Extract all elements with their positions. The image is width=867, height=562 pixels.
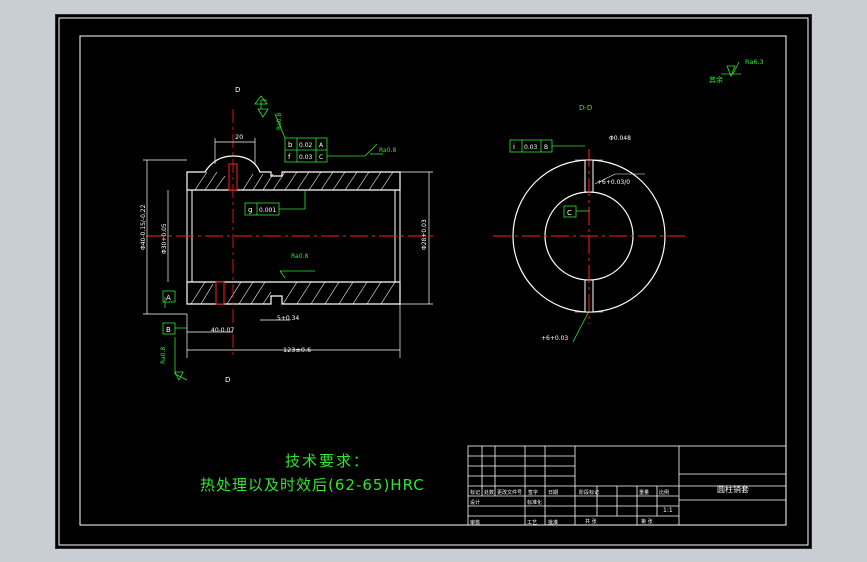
ra-mid: Ra0.8 — [379, 147, 396, 154]
tb-cell: 重量 — [639, 489, 649, 496]
tb-cell: 共 张 — [585, 518, 597, 525]
ra-left: Ra0.8 — [160, 347, 167, 364]
bottom-wall-outline — [186, 281, 401, 305]
annotations: D D D-D Ra6.3 其余 A B C 20 Φ40-0.15/-0.22… — [140, 58, 764, 514]
tb-cell: 标准化 — [527, 499, 542, 506]
fcf1-ref: A — [319, 142, 324, 149]
tb-cell: 更改文件号 — [497, 489, 522, 496]
tb-cell: 日期 — [548, 490, 558, 496]
dim-123: 123±0.6 — [283, 346, 311, 354]
dim-20: 20 — [235, 133, 243, 141]
dim-40: 40-0.07 — [211, 327, 234, 334]
hatching — [190, 171, 396, 305]
fcf4-sym: i — [513, 143, 515, 151]
tech-requirements-title: 技术要求： — [285, 452, 371, 470]
fcf2-sym: f — [288, 153, 291, 161]
fcf4-val: 0.03 — [524, 144, 538, 151]
side-section-view — [493, 149, 687, 324]
fcf2-ref: C — [319, 154, 323, 161]
top-wall-outline — [186, 155, 401, 191]
drawing-canvas[interactable]: D D D-D Ra6.3 其余 A B C 20 Φ40-0.15/-0.22… — [55, 14, 812, 549]
fcf3-sym: g — [248, 206, 252, 214]
front-section-view — [147, 109, 433, 359]
fcf3-val: 0.001 — [259, 207, 276, 214]
ra-top: Ra0.8 — [276, 113, 283, 130]
drawing-sheet: D D D-D Ra6.3 其余 A B C 20 Φ40-0.15/-0.22… — [58, 17, 809, 546]
tb-cell: 第 张 — [641, 518, 653, 525]
tb-cell: 设计 — [470, 499, 480, 506]
fcf2-val: 0.03 — [299, 154, 313, 161]
fcf-group — [162, 61, 741, 381]
title-block-cells: 标记 处数 更改文件号 签字 日期 设计 标准化 审核 工艺 批准 阶段标记 重… — [470, 489, 669, 526]
section-title: D-D — [579, 104, 592, 112]
tb-cell: 比例 — [659, 489, 669, 496]
dim-outer: Φ40-0.15/-0.22 — [140, 204, 147, 250]
fcf1-val: 0.02 — [299, 142, 313, 149]
part-name: 圆柱销套 — [717, 484, 749, 494]
inner-border — [79, 35, 787, 526]
dim-slot-bottom: +6+0.03 — [541, 335, 568, 342]
tb-cell: 处数 — [484, 489, 494, 496]
view-label-top: D — [235, 86, 240, 94]
dim-slot-ref: Φ0.048 — [609, 135, 631, 142]
tb-cell: 标记 — [470, 489, 480, 496]
view-label-bottom: D — [225, 376, 230, 384]
dim-right: Φ28+0.03 — [421, 219, 428, 250]
dim-inner: Φ30+0.05 — [161, 223, 168, 254]
dim-slot-top: +6+0.03/0 — [597, 179, 630, 186]
ra-low: Ra0.8 — [291, 253, 308, 260]
datum-a: A — [166, 294, 171, 302]
roughness-topright: Ra6.3 — [745, 58, 764, 66]
roughness-prefix: 其余 — [709, 75, 723, 84]
bottom-slot — [215, 281, 225, 305]
dimension-lines — [143, 138, 433, 358]
scale: 1:1 — [663, 507, 673, 514]
outer-border — [58, 17, 809, 546]
datum-c: C — [567, 209, 572, 217]
fcf4-ref: B — [544, 144, 548, 151]
dim-5: 5+0.34 — [277, 315, 299, 322]
title-block — [467, 445, 787, 526]
tb-cell: 工艺 — [527, 520, 537, 526]
tb-cell: 批准 — [548, 519, 558, 526]
fcf1-sym: b — [288, 141, 293, 149]
tb-cell: 阶段标记 — [579, 489, 599, 496]
tech-requirements-line: 热处理以及时效后(62-65)HRC — [200, 476, 425, 494]
datum-b: B — [166, 326, 171, 334]
tb-cell: 审核 — [470, 519, 480, 526]
tb-cell: 签字 — [528, 489, 538, 496]
